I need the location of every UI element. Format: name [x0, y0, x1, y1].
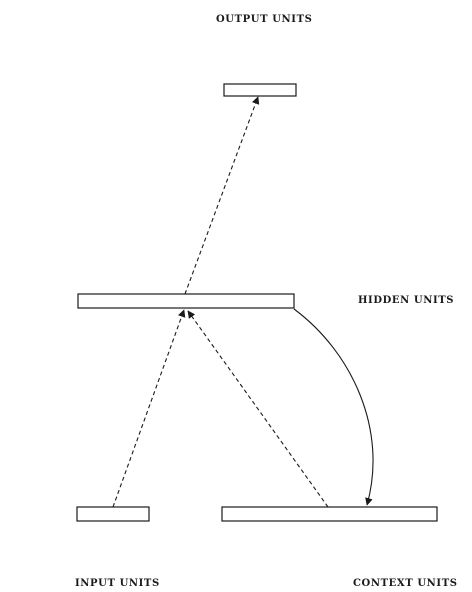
- context-to-hidden-arrow: [187, 310, 329, 508]
- hidden-to-context-copy-arrow: [293, 308, 374, 506]
- output-units-label: OUTPUT UNITS: [216, 14, 313, 25]
- hidden-units-label: HIDDEN UNITS: [358, 295, 455, 306]
- input-units-box: [76, 506, 150, 522]
- hidden-to-output-arrow: [184, 96, 260, 295]
- input-units-label: INPUT UNITS: [75, 578, 160, 589]
- context-units-label: CONTEXT UNITS: [353, 578, 458, 589]
- input-to-hidden-arrow: [112, 309, 186, 508]
- hidden-units-box: [77, 293, 295, 309]
- output-units-box: [223, 83, 297, 97]
- context-units-box: [221, 506, 438, 522]
